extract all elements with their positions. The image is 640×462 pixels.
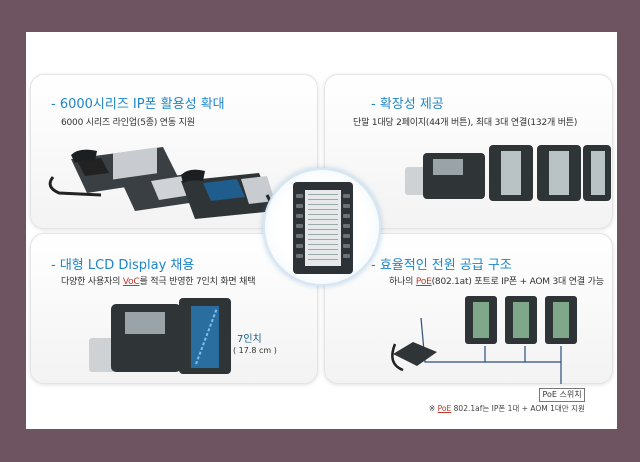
aom-center-circle: [263, 168, 381, 286]
panel-lineup-subtitle: 6000 시리즈 라인업(5종) 연동 지원: [61, 118, 195, 128]
panel-power-subtitle: 하나의 PoE(802.1at) 포트로 IP폰 + AOM 3대 연결 가능: [389, 277, 604, 287]
panel-lcd-title: - 대형 LCD Display 채용: [51, 258, 195, 273]
ip-phones-illustration: [48, 147, 275, 223]
panel-power: - 효율적인 전원 공급 구조 하나의 PoE(802.1at) 포트로 IP폰…: [324, 233, 613, 413]
panel-lcd-subtitle: 다양한 사용자의 VoC를 적극 반영한 7인치 화면 채택: [61, 277, 256, 287]
panel-lineup-title: - 6000시리즈 IP폰 활용성 확대: [51, 97, 225, 112]
panel-expansion-subtitle: 단말 1대당 2페이지(44개 버튼), 최대 3대 연결(132개 버튼): [353, 118, 578, 128]
poe-topology-illustration: [391, 296, 577, 384]
voc-highlight: VoC: [122, 277, 140, 287]
aom-device: [293, 182, 353, 274]
poe-footnote: ※ PoE 802.1af는 IP폰 1대 + AOM 1대만 지원: [429, 404, 585, 413]
lcd-size-cm: ( 17.8 cm ): [233, 346, 277, 355]
panel-power-title: - 효율적인 전원 공급 구조: [371, 258, 512, 273]
aom-screen: [305, 190, 341, 266]
canvas: - 6000시리즈 IP폰 활용성 확대 6000 시리즈 라인업(5종) 연동…: [26, 32, 617, 429]
panel-expansion-title: - 확장성 제공: [371, 97, 444, 112]
phone-with-aoms-illustration: [405, 145, 611, 201]
lcd-size-label: 7인치: [237, 334, 262, 345]
poe-switch-box: PoE 스위치: [539, 388, 585, 402]
panel-lineup: - 6000시리즈 IP폰 활용성 확대 6000 시리즈 라인업(5종) 연동…: [30, 74, 318, 229]
panel-expansion: - 확장성 제공 단말 1대당 2페이지(44개 버튼), 최대 3대 연결(1…: [324, 74, 613, 229]
panel-lcd: - 대형 LCD Display 채용 다양한 사용자의 VoC를 적극 반영한…: [30, 233, 318, 384]
poe-highlight: PoE: [415, 277, 432, 287]
lcd-phone-illustration: [89, 298, 231, 374]
